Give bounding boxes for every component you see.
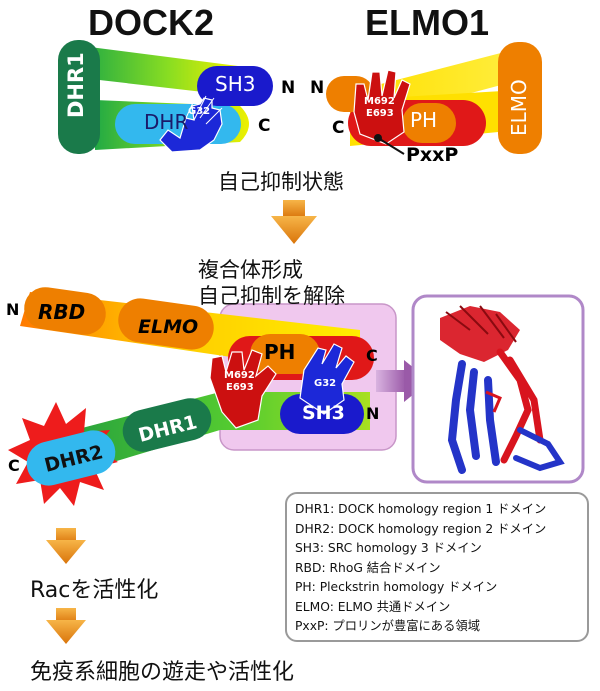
rac-activation-label: Racを活性化 (30, 578, 159, 603)
rbd-domain (24, 287, 106, 335)
sh3-label: SH3 (302, 402, 345, 424)
pxxp-pointer (377, 137, 405, 155)
legend-item-dhr1: DHR1: DOCK homology region 1 ドメイン (295, 502, 547, 516)
down-arrow-1 (271, 200, 317, 244)
ph-label: PH (264, 340, 296, 364)
elmo-domain-top (498, 42, 542, 154)
sh3-domain-top (197, 66, 273, 106)
g32-label-top: G32 (188, 106, 211, 117)
legend-item-elmo: ELMO: ELMO 共通ドメイン (295, 599, 451, 614)
protein-structure-image (411, 294, 585, 484)
legend-item-ph: PH: Pleckstrin homology ドメイン (295, 580, 498, 594)
ph-label-top: PH (410, 108, 438, 132)
elmo1-autoinhibited (326, 42, 542, 155)
c-term-left: C (8, 456, 20, 475)
elmo1-title: ELMO1 (365, 2, 490, 43)
immune-migration-label: 免疫系細胞の遊走や活性化 (30, 660, 295, 685)
e693-label-top: E693 (366, 108, 394, 119)
blue-hand-icon-bottom (299, 343, 355, 415)
red-hand-icon (353, 69, 411, 145)
dhr1-domain (122, 398, 212, 452)
dhr2-label-top: DHR (144, 110, 189, 134)
rbd-label: RBD (38, 300, 86, 324)
m692-label: M692 (224, 370, 255, 381)
c-term-dock-top: C (258, 116, 271, 136)
n-term-right: N (366, 404, 380, 423)
down-arrow-3 (46, 608, 86, 644)
legend-box: DHR1: DOCK homology region 1 ドメイン DHR2: … (285, 492, 589, 642)
complex-formation-label: 複合体形成 (198, 258, 303, 282)
legend-item-rbd: RBD: RhoG 結合ドメイン (295, 560, 441, 575)
c-term-elmo-top: C (332, 118, 345, 138)
dock2-title: DOCK2 (88, 2, 215, 43)
dhr1-label-top: DHR1 (64, 52, 88, 118)
e693-label: E693 (226, 382, 254, 393)
blue-hand-icon (159, 95, 223, 153)
red-hand-icon-bottom (209, 349, 277, 429)
down-arrow-2 (46, 528, 86, 564)
m692-label-top: M692 (364, 96, 395, 107)
sh3-domain (280, 394, 364, 434)
n-term-dock-top: N (281, 78, 296, 98)
elmo-label: ELMO (138, 316, 199, 338)
g32-label: G32 (314, 378, 337, 389)
dock2-autoinhibited (58, 40, 273, 154)
n-term-top-left: N (6, 300, 20, 319)
release-autoinhibition-label: 自己抑制を解除 (198, 284, 345, 308)
n-term-elmo-top: N (310, 78, 325, 98)
ph-domain-top (402, 103, 456, 143)
autoinhibited-label: 自己抑制状態 (218, 170, 344, 194)
elmo-domain (118, 298, 214, 350)
pxxp-label: PxxP (406, 144, 459, 166)
c-term-right: C (366, 346, 378, 365)
ph-domain (250, 334, 320, 374)
legend-item-sh3: SH3: SRC homology 3 ドメイン (295, 541, 482, 555)
legend-item-pxxp: PxxP: プロリンが豊富にある領域 (295, 619, 481, 633)
dhr1-domain-top (58, 40, 100, 154)
elmo-label-top: ELMO (507, 79, 531, 136)
legend-item-dhr2: DHR2: DOCK homology region 2 ドメイン (295, 521, 547, 536)
sh3-label-top: SH3 (215, 72, 256, 96)
complex-structure (8, 287, 397, 506)
dhr2-domain (26, 430, 116, 486)
